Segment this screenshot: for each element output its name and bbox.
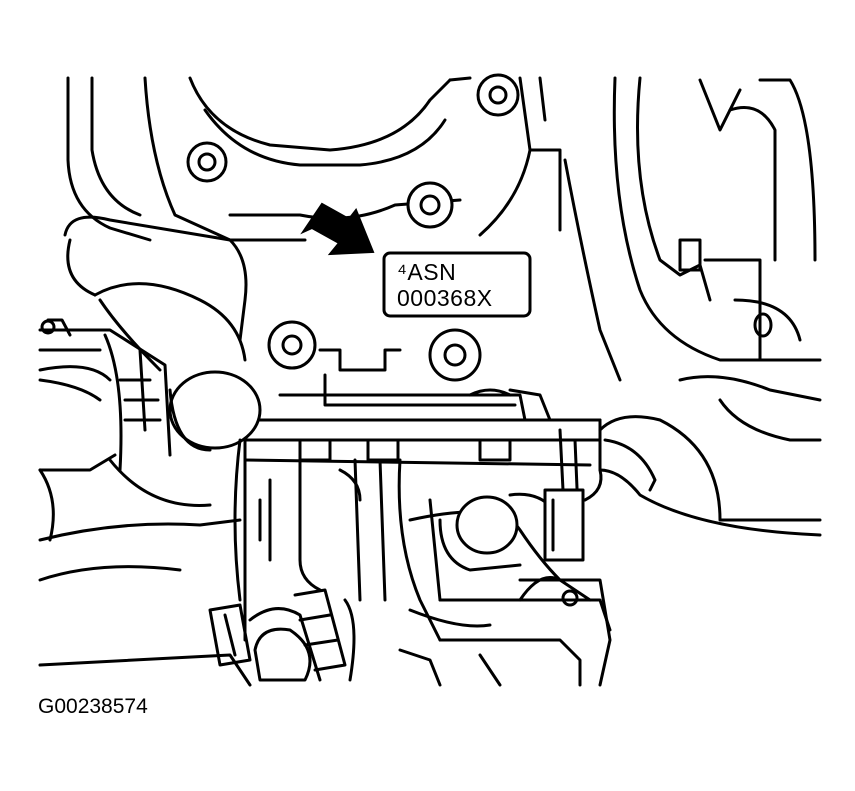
figure-id: G00238574 bbox=[38, 695, 148, 718]
bolt-middle-right bbox=[428, 328, 482, 382]
bolt-upper-center bbox=[406, 181, 454, 229]
bolt-top-right bbox=[476, 73, 520, 117]
port-plug bbox=[438, 488, 585, 572]
lower-bracket bbox=[398, 578, 612, 687]
bolt-middle bbox=[267, 320, 317, 370]
bolt-upper-left bbox=[186, 141, 228, 183]
upper-casting bbox=[66, 76, 622, 382]
left-hose-assembly bbox=[38, 215, 262, 582]
pointer-arrow bbox=[300, 202, 375, 256]
asn-label-line2: 000368X bbox=[397, 285, 493, 311]
asn-label-line1: ⁴ASN bbox=[397, 259, 456, 285]
lower-fitting bbox=[38, 588, 356, 687]
asn-label-callout: ⁴ASN 000368X bbox=[382, 251, 532, 318]
right-casting bbox=[598, 76, 822, 537]
